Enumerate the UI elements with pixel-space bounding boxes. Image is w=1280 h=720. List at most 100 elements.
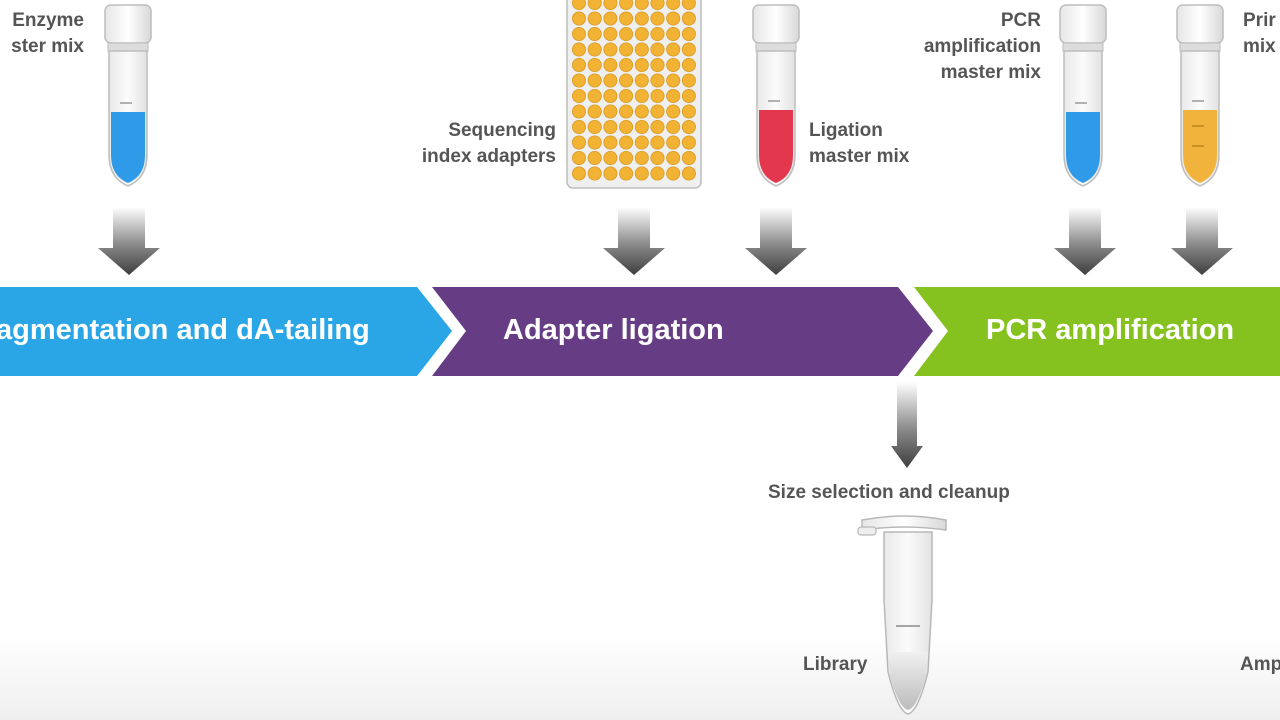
plate-well: [572, 150, 587, 165]
plate-well: [650, 104, 665, 119]
ligation-master-mix-label: Ligation master mix: [809, 118, 949, 170]
plate-well: [587, 150, 602, 165]
primer-label-line1: Prir: [1243, 10, 1276, 31]
plate-well: [666, 73, 681, 88]
stage-adapter-ligation-banner: [432, 287, 933, 376]
stage-fragmentation-banner: [0, 287, 452, 376]
centrifuge-tube-icon: [104, 4, 152, 187]
plate-well: [681, 150, 696, 165]
plate-well: [619, 89, 634, 104]
plate-well: [587, 166, 602, 181]
plate-well: [634, 135, 649, 150]
plate-well: [603, 120, 618, 135]
stage-label-pcr-amplification: PCR amplification: [986, 314, 1235, 346]
plate-well: [666, 135, 681, 150]
adapters-label-line2: index adapters: [421, 146, 556, 167]
plate-well: [572, 11, 587, 26]
plate-well: [650, 150, 665, 165]
plate-well: [650, 73, 665, 88]
plate-well: [587, 0, 602, 10]
plate-well: [603, 104, 618, 119]
plate-well: [619, 150, 634, 165]
sequencing-index-adapters-label: Sequencing index adapters: [380, 118, 556, 170]
plate-well: [619, 26, 634, 41]
plate-well: [603, 150, 618, 165]
plate-well: [681, 73, 696, 88]
plate-well: [634, 150, 649, 165]
plate-well: [572, 89, 587, 104]
plate-well: [603, 11, 618, 26]
plate-well: [587, 120, 602, 135]
plate-well: [619, 120, 634, 135]
plate-well: [666, 11, 681, 26]
plate-well: [619, 0, 634, 10]
plate-well: [603, 73, 618, 88]
plate-well: [619, 166, 634, 181]
plate-well: [681, 58, 696, 73]
adapters-label-line1: Sequencing: [448, 120, 556, 141]
plate-well: [603, 42, 618, 57]
plate-well: [572, 58, 587, 73]
plate-well: [666, 0, 681, 10]
pcr-amplification-master-mix-label: PCR amplification master mix: [880, 8, 1041, 86]
plate-well: [572, 104, 587, 119]
plate-well: [587, 11, 602, 26]
enzyme-master-mix-label: Enzyme ster mix: [0, 8, 84, 60]
plate-well: [666, 42, 681, 57]
plate-well: [650, 0, 665, 10]
plate-well: [634, 73, 649, 88]
plate-well: [619, 73, 634, 88]
ligation-label-line1: Ligation: [809, 120, 883, 141]
size-selection-label: Size selection and cleanup: [768, 482, 1010, 503]
pcr-label-line3: master mix: [940, 62, 1041, 83]
plate-well: [634, 89, 649, 104]
plate-well: [681, 0, 696, 10]
plate-well: [587, 73, 602, 88]
plate-well: [666, 150, 681, 165]
enzyme-label-line1: Enzyme: [12, 10, 84, 31]
plate-well: [634, 42, 649, 57]
enzyme-label-line2: ster mix: [11, 36, 84, 57]
library-label: Library: [803, 654, 868, 675]
microcentrifuge-tube-icon: [857, 515, 947, 715]
down-arrow-icon: [745, 207, 807, 275]
plate-well: [619, 11, 634, 26]
plate-well: [650, 166, 665, 181]
plate-well: [681, 166, 696, 181]
plate-well: [681, 104, 696, 119]
plate-well: [681, 135, 696, 150]
plate-well: [650, 58, 665, 73]
centrifuge-tube-icon: [1059, 4, 1107, 187]
ligation-label-line2: master mix: [809, 146, 910, 167]
96-well-plate-icon: [566, 0, 702, 189]
primer-mix-label: Prir mix: [1243, 8, 1280, 60]
plate-well: [619, 135, 634, 150]
plate-well: [666, 58, 681, 73]
plate-well: [634, 11, 649, 26]
plate-well: [603, 166, 618, 181]
plate-well: [619, 42, 634, 57]
plate-well: [634, 58, 649, 73]
plate-well: [619, 104, 634, 119]
plate-well: [603, 0, 618, 10]
plate-well: [666, 166, 681, 181]
plate-well: [666, 89, 681, 104]
plate-well: [681, 26, 696, 41]
plate-well: [634, 104, 649, 119]
plate-well: [572, 0, 586, 10]
stage-label-fragmentation: agmentation and dA-tailing: [0, 314, 370, 346]
plate-well: [681, 11, 696, 26]
plate-well: [634, 0, 649, 10]
plate-well: [666, 104, 681, 119]
plate-well: [650, 42, 665, 57]
plate-well: [572, 166, 587, 181]
plate-well: [634, 26, 649, 41]
plate-well: [650, 89, 665, 104]
stage-pcr-amplification-banner: [914, 287, 1280, 376]
amplified-library-label: Amp: [1240, 654, 1280, 675]
plate-well: [603, 58, 618, 73]
plate-well: [634, 166, 649, 181]
primer-label-line2: mix: [1243, 36, 1276, 57]
pcr-label-line1: PCR: [1000, 10, 1041, 31]
